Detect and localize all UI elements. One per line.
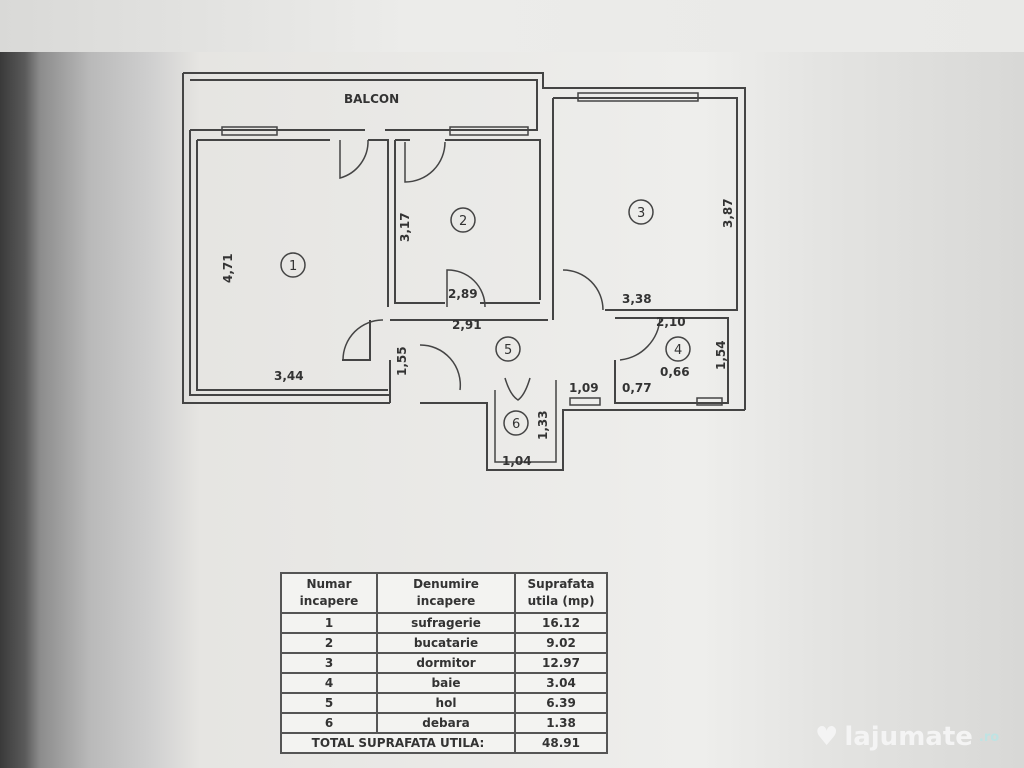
header-cell: Denumire incapere xyxy=(376,572,516,614)
cell: 9.02 xyxy=(514,632,608,654)
cell: sufragerie xyxy=(376,612,516,634)
header-cell: Suprafata utila (mp) xyxy=(514,572,608,614)
dimension: 1,09 xyxy=(569,381,599,395)
window xyxy=(569,397,601,406)
cell: 4 xyxy=(280,672,378,694)
dimension: 2,10 xyxy=(656,315,686,329)
door-arc xyxy=(419,344,462,391)
window xyxy=(221,126,278,136)
window xyxy=(577,92,699,102)
room-2-walls xyxy=(394,139,541,304)
watermark-brand: lajumate xyxy=(844,722,973,752)
dimension: 1,55 xyxy=(395,346,409,376)
header-cell: Numar incapere xyxy=(280,572,378,614)
dimension: 3,87 xyxy=(721,198,735,228)
cell: 5 xyxy=(280,692,378,714)
heart-logo-icon: ♥ xyxy=(815,722,839,752)
dimension: 3,17 xyxy=(398,212,412,242)
cell: bucatarie xyxy=(376,632,516,654)
room-3-walls xyxy=(552,97,738,320)
door-arc xyxy=(619,317,661,361)
balcony-label: BALCON xyxy=(344,92,399,106)
window xyxy=(696,397,723,406)
cell: hol xyxy=(376,692,516,714)
floor-plan: BALCON 1 2 3 4 5 6 3,44 4,71 2,89 3,17 3… xyxy=(182,72,746,471)
cell: 1 xyxy=(280,612,378,634)
window xyxy=(449,126,529,136)
room-number: 6 xyxy=(512,417,520,432)
cell: 3.04 xyxy=(514,672,608,694)
door-arc xyxy=(342,319,384,361)
dimension: 0,77 xyxy=(622,381,652,395)
dimension: 2,89 xyxy=(448,287,478,301)
room-1-walls xyxy=(196,139,389,391)
photo-background-top xyxy=(0,0,1024,52)
total-row: TOTAL SUPRAFATA UTILA:48.91 xyxy=(280,732,608,754)
room-number: 5 xyxy=(504,343,512,358)
total-label: TOTAL SUPRAFATA UTILA: xyxy=(280,732,516,754)
cell: 3 xyxy=(280,652,378,674)
cell: 2 xyxy=(280,632,378,654)
door-arc xyxy=(404,141,446,183)
room-4-walls xyxy=(614,317,729,404)
room-number: 3 xyxy=(637,206,645,221)
table-header-row: Numar incapere Denumire incapere Suprafa… xyxy=(280,572,608,614)
dimension: 4,71 xyxy=(221,253,235,283)
room-number: 1 xyxy=(289,259,297,274)
cell: debara xyxy=(376,712,516,734)
hall-walls xyxy=(342,319,745,471)
dimension: 3,44 xyxy=(274,369,304,383)
balcony-wall xyxy=(182,72,746,410)
cell: dormitor xyxy=(376,652,516,674)
cell: 6.39 xyxy=(514,692,608,714)
watermark-tld: .ro xyxy=(978,729,1000,745)
dimension: 1,33 xyxy=(536,410,550,440)
watermark: ♥ lajumate .ro xyxy=(815,722,999,752)
door-arc xyxy=(446,269,486,308)
total-value: 48.91 xyxy=(514,732,608,754)
area-table: Numar incapere Denumire incapere Suprafa… xyxy=(280,572,608,754)
dimension: 3,38 xyxy=(622,292,652,306)
door-arc xyxy=(339,139,369,179)
room-number: 4 xyxy=(674,343,682,358)
cell: 16.12 xyxy=(514,612,608,634)
dimension: 1,54 xyxy=(714,340,728,370)
room-6-walls xyxy=(494,377,557,463)
room-number: 2 xyxy=(459,214,467,229)
cell: 6 xyxy=(280,712,378,734)
dimension: 1,04 xyxy=(502,454,532,468)
dimension: 2,91 xyxy=(452,318,482,332)
cell: 12.97 xyxy=(514,652,608,674)
cell: baie xyxy=(376,672,516,694)
dimension: 0,66 xyxy=(660,365,690,379)
door-arc xyxy=(562,269,604,311)
cell: 1.38 xyxy=(514,712,608,734)
